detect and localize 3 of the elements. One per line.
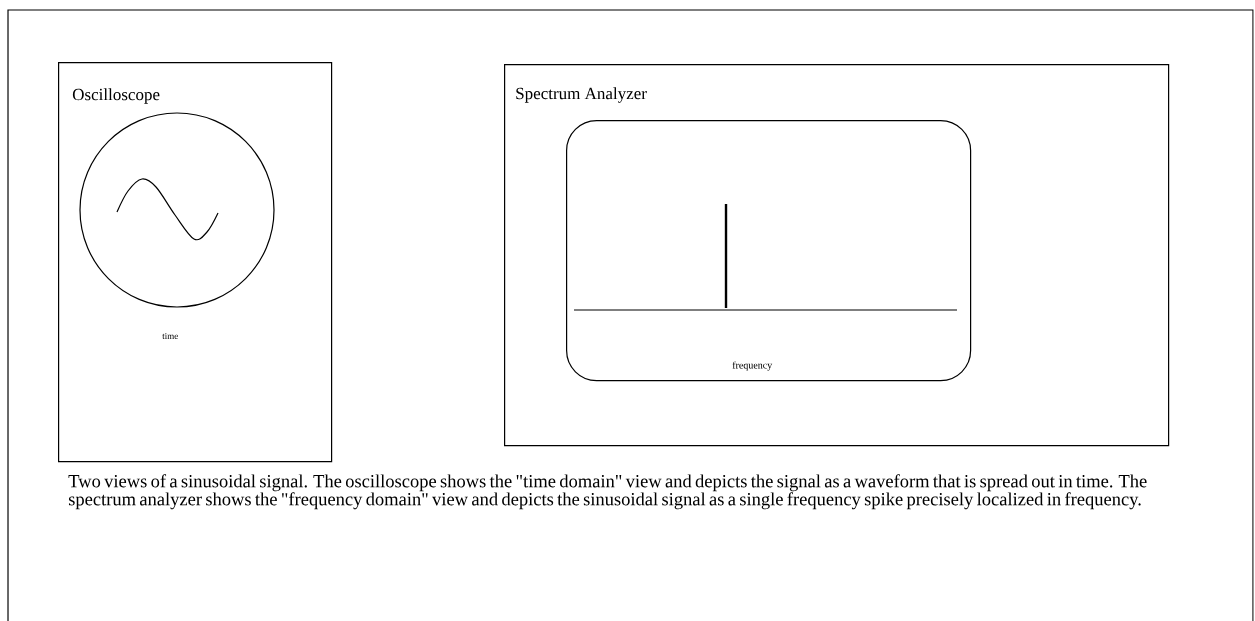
- axis-label: frequency: [732, 361, 773, 371]
- axis-label: time: [162, 333, 178, 340]
- caption: Two views of a sinusoidal signal. The oscilloscope shows the "time domain" view and depicts the signal as a waveform that is spread out in time. The spectrum analyzer shows the "frequency domain" view and depicts the sinusoidal signal as a single frequency spike precisely localized in frequency.: [68, 474, 1147, 510]
